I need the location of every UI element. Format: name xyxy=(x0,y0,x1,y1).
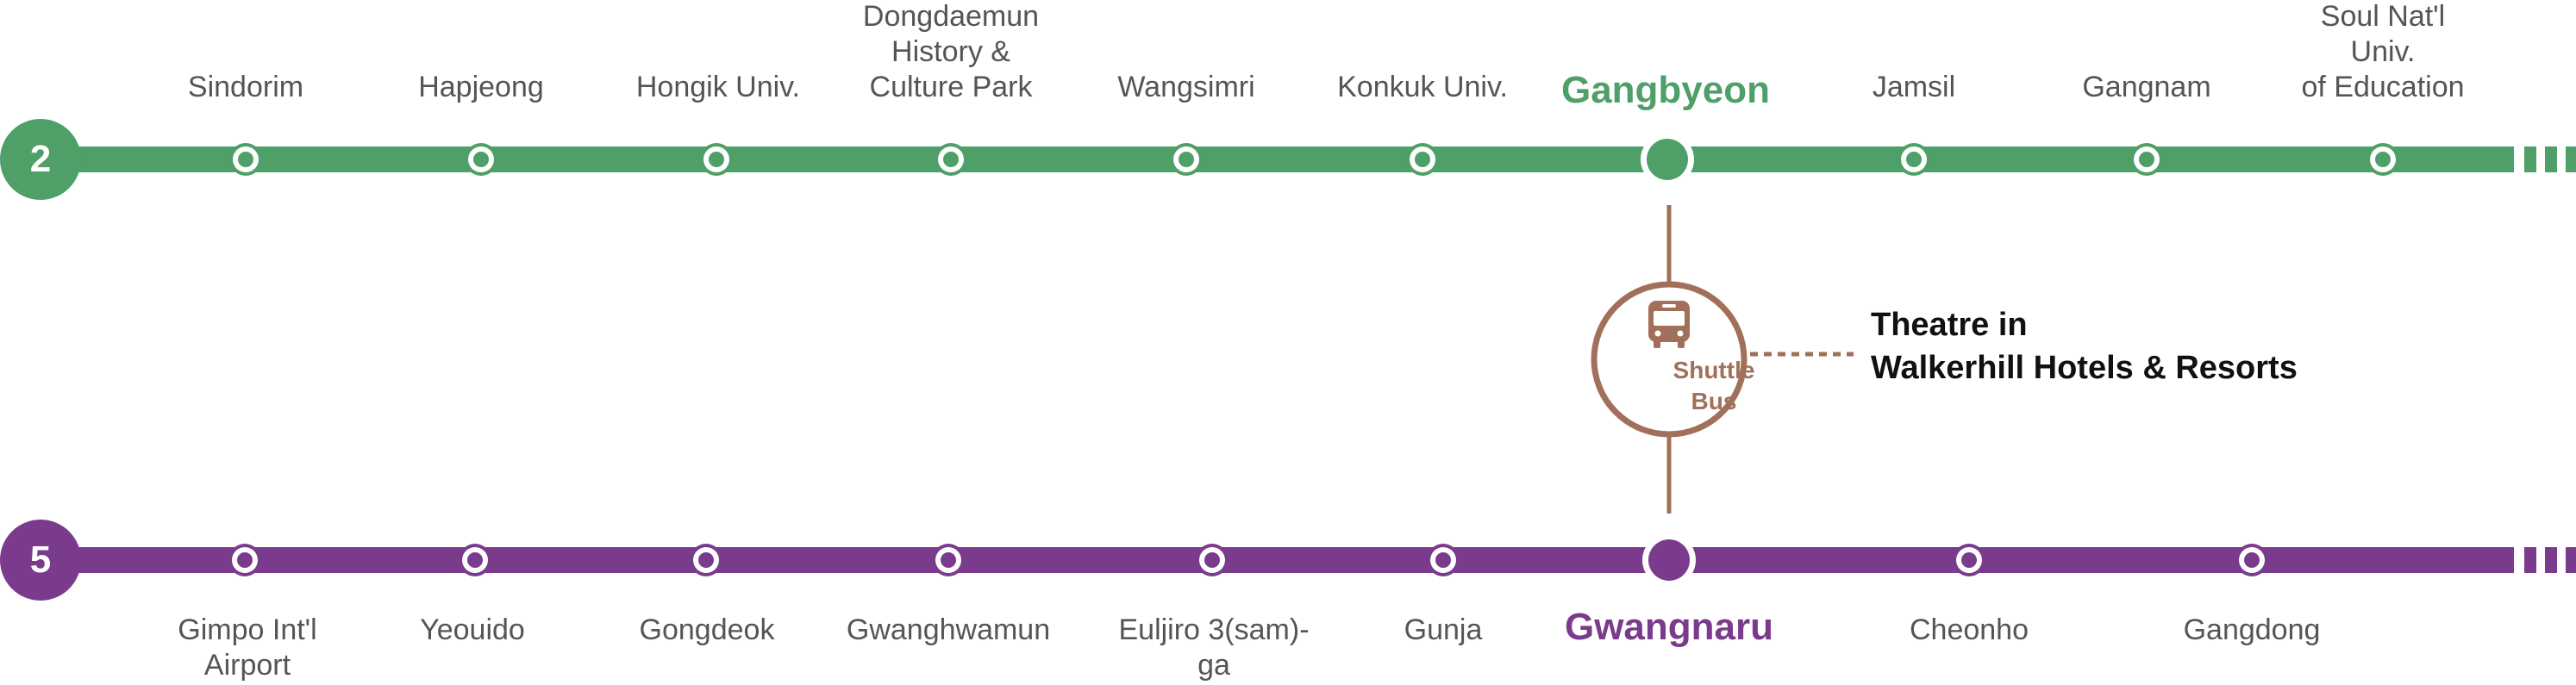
station-label: Dongdaemun History & Culture Park xyxy=(862,0,1040,103)
station-marker-core xyxy=(1415,152,1430,167)
station-label: Konkuk Univ. xyxy=(1337,71,1508,103)
station-label: Yeouido xyxy=(420,613,525,646)
shuttle-circle xyxy=(1591,281,1748,438)
station-marker-core xyxy=(709,152,724,167)
station-label: Hapjeong xyxy=(418,71,544,103)
line-5-station-markers xyxy=(228,544,2268,576)
transfer-station-gangbyeon: Gangbyeon xyxy=(1560,69,1771,111)
station-label: Hongik Univ. xyxy=(635,71,801,103)
station-marker-core xyxy=(473,152,489,167)
station-marker-core xyxy=(1961,552,1977,568)
line-5-number: 5 xyxy=(29,539,52,581)
shuttle-connector xyxy=(1591,205,1854,514)
line-5-dash-3 xyxy=(2566,547,2576,573)
transfer-station-gwangnaru: Gwangnaru xyxy=(1564,606,1774,648)
station-label: Cheonho xyxy=(1909,613,2029,646)
station-marker-core xyxy=(698,552,714,568)
station-label: Gangnam xyxy=(2082,71,2211,103)
station-label: Jamsil xyxy=(1872,71,1956,103)
bus-icon xyxy=(1648,301,1690,348)
line-2-track-west xyxy=(34,146,1647,172)
station-label: Gwanghwamun xyxy=(846,613,1051,646)
line-5-track-west xyxy=(34,547,1647,573)
line-2-labels: Sindorim Hapjeong Hongik Univ. Dongdaemu… xyxy=(0,0,2576,105)
station-marker-core xyxy=(237,552,253,568)
destination-label: Theatre in Walkerhill Hotels & Resorts xyxy=(1871,307,2298,386)
shuttle-label: Shuttle Bus xyxy=(1673,357,1755,414)
line-5-dash-2 xyxy=(2545,547,2557,573)
station-marker-core xyxy=(1435,552,1451,568)
station-marker-core xyxy=(941,552,956,568)
station-marker-core xyxy=(2375,152,2391,167)
line-2-number: 2 xyxy=(29,138,52,180)
station-label: Gimpo Int'l Airport xyxy=(178,613,317,682)
transfer-node-gangbyeon-inner xyxy=(1647,139,1688,180)
station-marker-core xyxy=(1204,552,1220,568)
transfer-node-gwangnaru-inner xyxy=(1648,539,1690,581)
line-5-badge xyxy=(0,520,81,601)
line-2-station-markers xyxy=(229,143,2399,176)
line-2 xyxy=(0,119,2576,200)
station-marker-core xyxy=(467,552,483,568)
station-marker-core xyxy=(238,152,253,167)
station-label: Sindorim xyxy=(187,71,304,103)
line-5-track-east xyxy=(1691,547,2514,573)
station-marker-core xyxy=(2244,552,2260,568)
station-marker-core xyxy=(1906,152,1922,167)
station-label: Euljiro 3(sam)- ga xyxy=(1118,613,1310,682)
station-marker-core xyxy=(2139,152,2154,167)
line-2-dash-1 xyxy=(2524,146,2536,172)
station-label: Gunja xyxy=(1404,613,1483,646)
station-label: Soul Nat'l Univ. of Education xyxy=(2301,0,2465,103)
line-5-dash-1 xyxy=(2524,547,2536,573)
line-5 xyxy=(0,520,2576,601)
station-label: Gongdeok xyxy=(639,613,775,646)
line-2-badge xyxy=(0,119,81,200)
line-2-dash-2 xyxy=(2545,146,2557,172)
station-label: Wangsimri xyxy=(1117,71,1255,103)
station-marker-core xyxy=(943,152,959,167)
station-marker-core xyxy=(1179,152,1194,167)
station-label: Gangdong xyxy=(2183,613,2321,646)
line-2-dash-3 xyxy=(2566,146,2576,172)
